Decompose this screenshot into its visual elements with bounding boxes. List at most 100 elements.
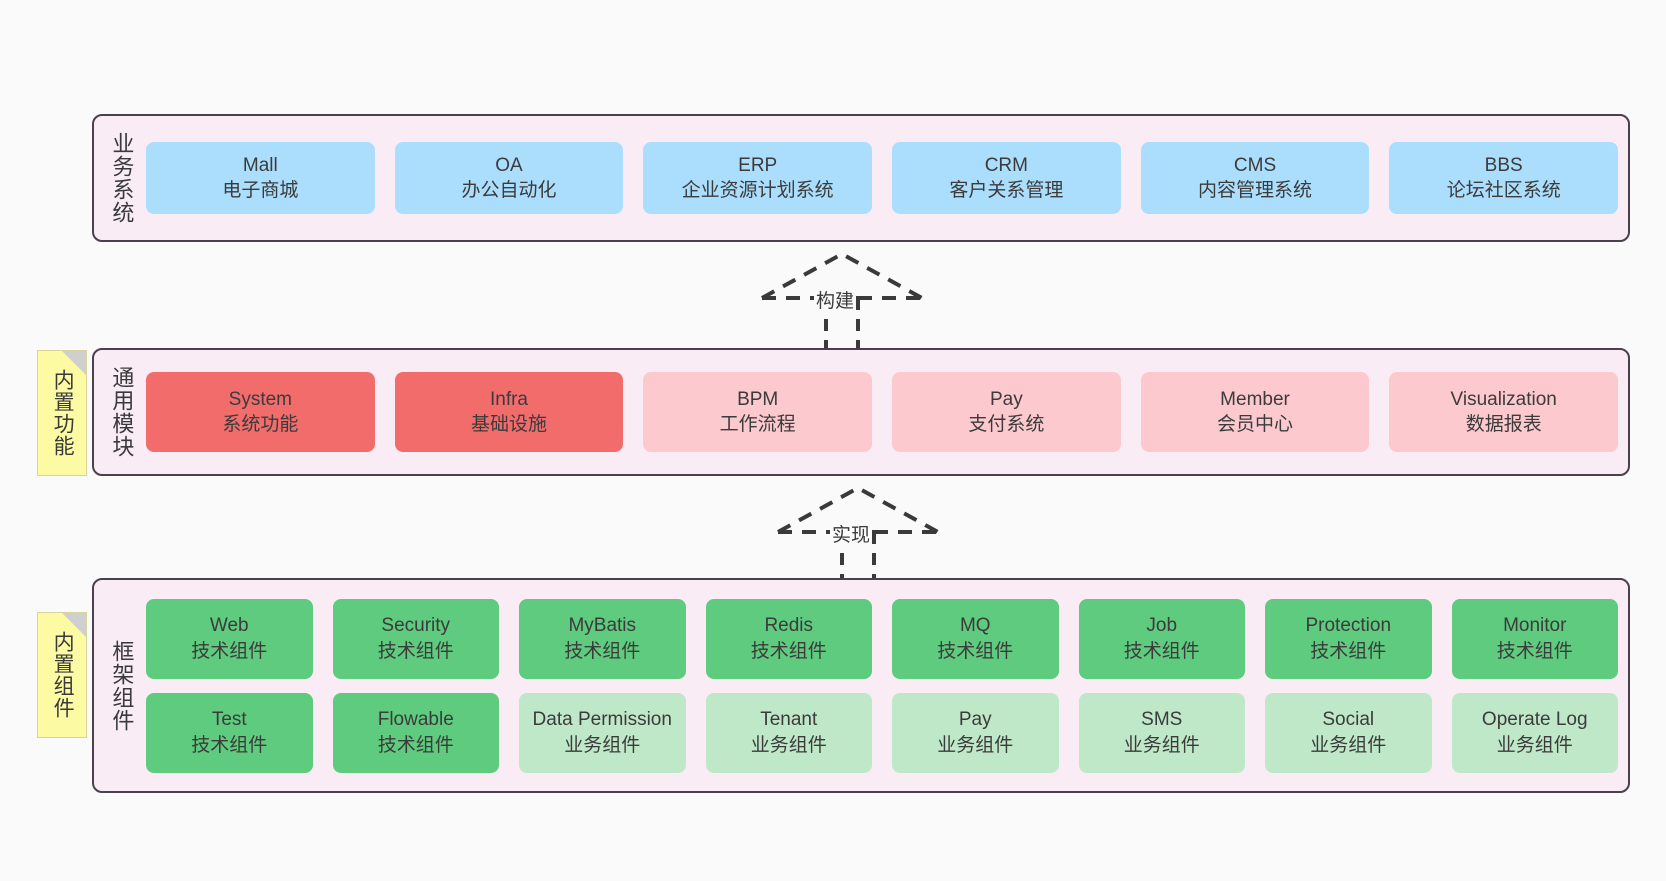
connector-build: 构建 — [736, 250, 936, 354]
cell-name: Social — [1322, 709, 1375, 731]
folded-corner-icon — [62, 613, 86, 637]
framework-cell-job[interactable]: Job 技术组件 — [1078, 598, 1245, 679]
business-cell-oa[interactable]: OA 办公自动化 — [394, 142, 624, 214]
sticky-label: 内置组件 — [51, 631, 75, 719]
business-cell-bbs[interactable]: BBS 论坛社区系统 — [1389, 142, 1619, 214]
framework-row-tech: Web 技术组件 Security 技术组件 MyBatis 技术组件 Redi… — [146, 598, 1618, 679]
cell-desc: 支付系统 — [968, 414, 1045, 435]
cell-desc: 业务组件 — [1496, 734, 1573, 756]
module-cell-pay[interactable]: Pay 支付系统 — [892, 372, 1121, 452]
framework-cell-pay[interactable]: Pay 业务组件 — [892, 692, 1059, 773]
cell-name: Web — [209, 615, 249, 637]
business-cell-erp[interactable]: ERP 企业资源计划系统 — [643, 142, 873, 214]
cell-desc: 技术组件 — [191, 734, 268, 756]
framework-cell-protection[interactable]: Protection 技术组件 — [1265, 598, 1432, 679]
layer-business-system: 业务系统 Mall 电子商城 OA 办公自动化 ERP 企业资源计划系统 CRM… — [92, 114, 1630, 242]
cell-name: BPM — [737, 388, 779, 410]
business-cell-crm[interactable]: CRM 客户关系管理 — [892, 142, 1121, 214]
layer-business-cells: Mall 电子商城 OA 办公自动化 ERP 企业资源计划系统 CRM 客户关系… — [142, 126, 1619, 230]
framework-cell-data-permission[interactable]: Data Permission 业务组件 — [519, 692, 686, 773]
module-cell-system[interactable]: System 系统功能 — [146, 372, 375, 452]
cell-desc: 企业资源计划系统 — [681, 180, 834, 201]
cell-desc: 业务组件 — [1310, 734, 1387, 756]
cell-name: Infra — [489, 388, 529, 410]
cell-desc: 技术组件 — [750, 640, 827, 662]
cell-name: Operate Log — [1481, 709, 1588, 731]
cell-name: OA — [495, 154, 523, 176]
cell-name: Flowable — [377, 709, 454, 731]
layer-framework-cells: Web 技术组件 Security 技术组件 MyBatis 技术组件 Redi… — [142, 590, 1618, 781]
framework-cell-mq[interactable]: MQ 技术组件 — [892, 598, 1059, 679]
layer-modules-cells: System 系统功能 Infra 基础设施 BPM 工作流程 Pay 支付系统… — [142, 360, 1619, 464]
cell-name: ERP — [738, 154, 778, 176]
cell-desc: 技术组件 — [1123, 640, 1200, 662]
framework-cell-monitor[interactable]: Monitor 技术组件 — [1451, 598, 1618, 679]
layer-framework-components: 框架组件 Web 技术组件 Security 技术组件 MyBatis 技术组件… — [92, 578, 1630, 793]
cell-desc: 业务组件 — [1123, 734, 1200, 756]
framework-cell-redis[interactable]: Redis 技术组件 — [705, 598, 872, 679]
module-cell-bpm[interactable]: BPM 工作流程 — [643, 372, 873, 452]
layer-common-modules: 通用模块 System 系统功能 Infra 基础设施 BPM 工作流程 Pay… — [92, 348, 1630, 476]
framework-cell-social[interactable]: Social 业务组件 — [1265, 692, 1432, 773]
cell-desc: 客户关系管理 — [949, 180, 1064, 201]
cell-name: MyBatis — [568, 615, 637, 637]
layer-business-title: 业务系统 — [109, 132, 135, 224]
cell-name: Visualization — [1450, 388, 1557, 410]
cell-name: Redis — [764, 615, 814, 637]
connector-implement: 实现 — [752, 484, 952, 588]
cell-name: BBS — [1484, 154, 1523, 176]
framework-cell-operate-log[interactable]: Operate Log 业务组件 — [1451, 692, 1618, 773]
business-row: Mall 电子商城 OA 办公自动化 ERP 企业资源计划系统 CRM 客户关系… — [146, 142, 1619, 214]
cell-desc: 工作流程 — [719, 414, 796, 435]
cell-desc: 数据报表 — [1465, 414, 1542, 435]
framework-cell-sms[interactable]: SMS 业务组件 — [1078, 692, 1245, 773]
cell-name: SMS — [1141, 709, 1183, 731]
cell-name: Security — [381, 615, 451, 637]
layer-framework-title: 框架组件 — [109, 639, 135, 732]
cell-name: Job — [1146, 615, 1178, 637]
business-cell-mall[interactable]: Mall 电子商城 — [146, 142, 375, 214]
cell-desc: 技术组件 — [377, 734, 454, 756]
cell-name: CMS — [1233, 154, 1277, 176]
cell-desc: 技术组件 — [191, 640, 268, 662]
cell-desc: 业务组件 — [564, 734, 641, 756]
cell-name: CRM — [984, 154, 1028, 176]
framework-row-business: Test 技术组件 Flowable 技术组件 Data Permission … — [146, 692, 1618, 773]
framework-cell-tenant[interactable]: Tenant 业务组件 — [705, 692, 872, 773]
module-cell-visualization[interactable]: Visualization 数据报表 — [1389, 372, 1619, 452]
business-cell-cms[interactable]: CMS 内容管理系统 — [1140, 142, 1370, 214]
cell-name: Pay — [958, 709, 992, 731]
cell-desc: 技术组件 — [1310, 640, 1387, 662]
cell-name: Data Permission — [532, 709, 672, 731]
framework-cell-mybatis[interactable]: MyBatis 技术组件 — [519, 598, 686, 679]
cell-desc: 基础设施 — [471, 414, 548, 435]
cell-name: Test — [211, 709, 247, 731]
cell-name: Monitor — [1503, 615, 1567, 637]
cell-name: Protection — [1305, 615, 1392, 637]
cell-name: Mall — [242, 154, 278, 176]
connector-build-label: 构建 — [814, 286, 857, 313]
cell-desc: 内容管理系统 — [1198, 180, 1313, 201]
cell-desc: 会员中心 — [1217, 414, 1294, 435]
sticky-note-builtin-component: 内置组件 — [37, 612, 87, 738]
cell-name: Member — [1220, 388, 1290, 410]
cell-name: Tenant — [760, 709, 818, 731]
cell-desc: 论坛社区系统 — [1446, 180, 1561, 201]
cell-desc: 业务组件 — [750, 734, 827, 756]
cell-desc: 技术组件 — [937, 640, 1014, 662]
module-cell-infra[interactable]: Infra 基础设施 — [394, 372, 624, 452]
cell-name: MQ — [959, 615, 991, 637]
folded-corner-icon — [62, 351, 86, 375]
framework-cell-web[interactable]: Web 技术组件 — [146, 598, 313, 679]
module-cell-member[interactable]: Member 会员中心 — [1140, 372, 1370, 452]
cell-name: System — [228, 388, 293, 410]
framework-cell-test[interactable]: Test 技术组件 — [146, 692, 313, 773]
cell-desc: 电子商城 — [222, 180, 299, 201]
framework-cell-security[interactable]: Security 技术组件 — [332, 598, 499, 679]
cell-desc: 业务组件 — [937, 734, 1014, 756]
cell-desc: 技术组件 — [377, 640, 454, 662]
sticky-note-builtin-function: 内置功能 — [37, 350, 87, 476]
framework-cell-flowable[interactable]: Flowable 技术组件 — [332, 692, 499, 773]
modules-row: System 系统功能 Infra 基础设施 BPM 工作流程 Pay 支付系统… — [146, 372, 1619, 452]
